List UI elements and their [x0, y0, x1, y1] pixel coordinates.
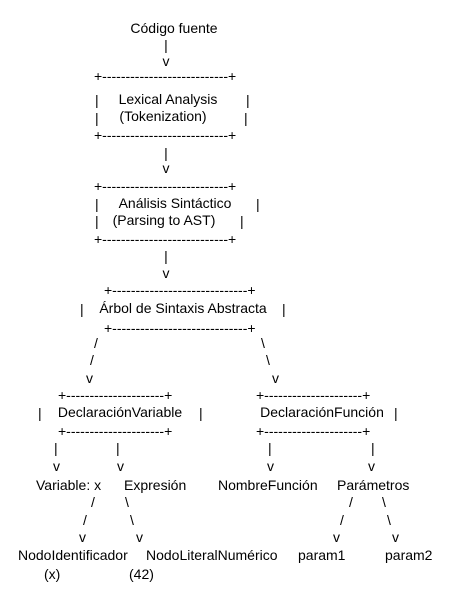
- parsing-bar-left: |: [95, 196, 99, 212]
- connector-slash: /: [349, 494, 353, 510]
- branch-arrow: v: [86, 370, 93, 386]
- connector-line: |: [164, 37, 168, 53]
- connector-line: |: [164, 145, 168, 161]
- connector-arrow: v: [162, 53, 170, 69]
- nodo-identificador-node: NodoIdentificador: [18, 547, 128, 563]
- parsing-bar-right: |: [256, 196, 260, 212]
- ast-bar-right: |: [282, 301, 286, 317]
- connector-arrow: v: [79, 529, 86, 545]
- branch-backslash: \: [261, 335, 265, 351]
- lexical-subtitle: (Tokenization): [119, 108, 207, 124]
- ast-bar-left: |: [80, 301, 84, 317]
- connector-arrow: v: [333, 529, 340, 545]
- lexical-bar-right: |: [244, 110, 248, 126]
- decl-var-bar-right: |: [199, 405, 203, 421]
- connector-arrow: v: [368, 458, 375, 474]
- parsing-border-top: +---------------------------+: [94, 178, 237, 194]
- connector-arrow: v: [136, 529, 143, 545]
- connector-arrow: v: [162, 160, 170, 176]
- lexical-border-bottom: +---------------------------+: [94, 127, 237, 143]
- decl-var-bar-left: |: [38, 405, 42, 421]
- connector-arrow: v: [267, 458, 274, 474]
- parsing-bar-left: |: [95, 213, 99, 229]
- branch-slash: /: [94, 335, 98, 351]
- param1-node: param1: [298, 547, 346, 563]
- ast-border-top: +-----------------------------+: [104, 282, 256, 298]
- decl-fun-border-top: +---------------------+: [256, 387, 371, 403]
- branch-arrow: v: [272, 370, 279, 386]
- nodo-literal-value: (42): [129, 566, 154, 582]
- connector-arrow: v: [162, 265, 170, 281]
- nodo-identificador-value: (x): [44, 566, 61, 582]
- decl-var-label: DeclaraciónVariable: [57, 404, 183, 420]
- connector-backslash: \: [387, 512, 391, 528]
- decl-fun-border-bottom: +---------------------+: [256, 423, 371, 439]
- connector-line: |: [371, 440, 375, 456]
- lexical-title: Lexical Analysis: [118, 91, 218, 107]
- parametros-node: Parámetros: [337, 477, 410, 493]
- ast-border-bottom: +-----------------------------+: [104, 320, 256, 336]
- root-label: Código fuente: [130, 20, 218, 36]
- lexical-bar-left: |: [95, 92, 99, 108]
- nombre-funcion-node: NombreFunción: [218, 477, 318, 493]
- branch-slash: /: [90, 352, 94, 368]
- parsing-subtitle: (Parsing to AST): [112, 212, 216, 228]
- connector-arrow: v: [392, 529, 399, 545]
- connector-line: |: [54, 440, 58, 456]
- connector-backslash: \: [382, 494, 386, 510]
- decl-var-border-bottom: +---------------------+: [58, 423, 173, 439]
- connector-slash: /: [83, 512, 87, 528]
- connector-slash: /: [340, 512, 344, 528]
- decl-fun-label: DeclaraciónFunción: [260, 404, 384, 420]
- param2-node: param2: [385, 547, 433, 563]
- branch-backslash: \: [266, 352, 270, 368]
- connector-backslash: \: [125, 494, 129, 510]
- connector-backslash: \: [130, 512, 134, 528]
- lexical-bar-right: |: [246, 92, 250, 108]
- connector-line: |: [268, 440, 272, 456]
- nodo-literal-node: NodoLiteralNumérico: [146, 547, 278, 563]
- connector-line: |: [164, 248, 168, 264]
- connector-arrow: v: [117, 458, 124, 474]
- connector-line: |: [116, 440, 120, 456]
- parsing-title: Análisis Sintáctico: [118, 195, 232, 211]
- lexical-border-top: +---------------------------+: [94, 68, 237, 84]
- expresion-node: Expresión: [124, 477, 187, 493]
- ast-label: Árbol de Sintaxis Abstracta: [99, 300, 267, 316]
- parsing-bar-right: |: [240, 213, 244, 229]
- parsing-border-bottom: +---------------------------+: [94, 231, 237, 247]
- connector-arrow: v: [53, 458, 60, 474]
- connector-slash: /: [91, 494, 95, 510]
- variable-node: Variable: x: [36, 477, 102, 493]
- lexical-bar-left: |: [95, 110, 99, 126]
- decl-fun-bar-right: |: [394, 405, 398, 421]
- decl-var-border-top: +---------------------+: [58, 387, 173, 403]
